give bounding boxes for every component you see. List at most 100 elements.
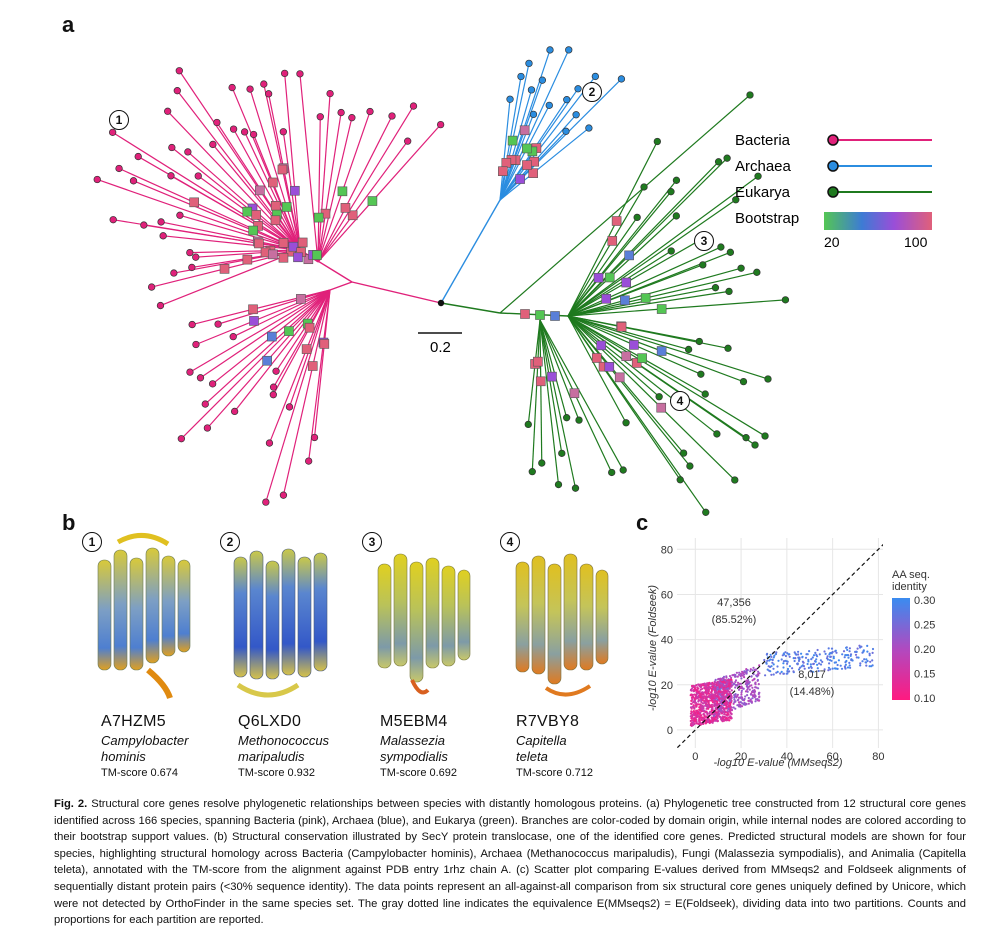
bootstrap-node [507, 135, 518, 146]
scatter-point [730, 689, 733, 692]
scatter-point [782, 672, 785, 675]
tree-tip [571, 484, 580, 492]
tree-branch [200, 289, 331, 379]
scatter-point [717, 695, 720, 698]
scatter-point [804, 656, 808, 659]
scatter-point [708, 720, 711, 723]
y-axis-label: -log10 E-value (Foldseek) [647, 585, 659, 711]
structure-marker-4: 4 [500, 532, 520, 552]
legend-bootstrap-label: Bootstrap [735, 210, 799, 227]
scatter-point [730, 706, 733, 709]
scatter-point [689, 689, 692, 692]
scatter-point [725, 707, 728, 710]
scatter-point [712, 698, 716, 701]
scatter-point [697, 703, 700, 706]
bootstrap-node [522, 160, 532, 170]
tree-tip [695, 337, 703, 346]
tree-tip [723, 154, 731, 162]
scatter-point [749, 670, 752, 673]
scatter-point [699, 704, 702, 707]
scatter-point [722, 704, 725, 707]
domain-legend: Bacteria Archaea Eukarya Bootstrap 20 10… [735, 132, 932, 250]
bootstrap-node [270, 201, 281, 211]
tree-tip [746, 91, 754, 99]
scatter-point [794, 657, 797, 660]
tree-tip [527, 86, 536, 94]
tree-branch [265, 289, 331, 503]
scale-bar-label: 0.2 [430, 339, 451, 356]
scatter-point [833, 667, 837, 670]
bootstrap-node [611, 216, 622, 226]
colorbar-tick-label: 0.30 [914, 595, 935, 607]
tree-tip [109, 216, 117, 224]
tree-tip [653, 137, 661, 146]
scatter-point [848, 647, 851, 650]
scatter-point [692, 712, 695, 715]
scatter-point [707, 692, 710, 695]
tree-tip [229, 333, 237, 341]
scatter-point [766, 652, 769, 655]
tree-tip [672, 176, 681, 184]
y-tick-label: 20 [661, 680, 673, 692]
scatter-point [859, 664, 862, 667]
protein-structure-1-image [97, 533, 191, 700]
tree-root [437, 299, 445, 307]
tree-tip [529, 110, 538, 119]
scatter-point [710, 699, 713, 702]
tree-branch [272, 289, 331, 395]
bootstrap-node [249, 316, 259, 326]
structure-marker-3: 3 [362, 532, 382, 552]
bootstrap-node [255, 185, 265, 196]
scatter-point [702, 695, 705, 698]
scatter-point [706, 699, 709, 702]
tree-tip [157, 218, 165, 226]
scatter-point [769, 653, 772, 656]
scatter-point [736, 704, 739, 707]
tree-tip [686, 462, 694, 470]
scatter-point [730, 695, 733, 699]
species-2-genus: Methonococcus [238, 733, 330, 748]
scatter-point [841, 653, 844, 656]
scatter-point [800, 652, 803, 655]
scatter-point [747, 702, 750, 705]
scatter-point [708, 699, 711, 702]
scatter-point [705, 704, 708, 707]
scatter-point [703, 709, 706, 712]
scatter-point [689, 715, 692, 718]
scatter-point [710, 687, 713, 691]
scatter-point [707, 687, 710, 690]
scatter-point [704, 701, 707, 704]
tree-branch [204, 289, 331, 405]
scatter-point [826, 658, 829, 661]
tree-branch [329, 281, 353, 291]
scatter-point [720, 716, 723, 720]
scatter-point [717, 690, 720, 693]
scatter-point [716, 682, 719, 685]
tree-branch [539, 319, 543, 464]
scatter-point [845, 646, 848, 649]
tree-branch [567, 179, 677, 317]
scatter-point [745, 671, 748, 674]
scatter-point [840, 667, 844, 670]
scatter-point [703, 715, 706, 718]
scatter-point [739, 686, 743, 690]
tree-tip [517, 72, 525, 81]
scatter-point [803, 667, 806, 670]
tree-branch [539, 319, 577, 489]
bootstrap-node [248, 225, 258, 236]
tree-tip [732, 196, 740, 204]
scatter-point [737, 701, 741, 704]
scatter-point [780, 670, 783, 673]
tree-branch [567, 199, 737, 317]
scatter-point [705, 684, 708, 687]
scatter-point [713, 680, 716, 683]
scatter-point [716, 714, 719, 718]
tree-tip [310, 433, 319, 442]
scatter-point [697, 683, 700, 686]
scatter-point [726, 687, 729, 690]
scatter-point [868, 665, 871, 668]
scatter-point [817, 669, 820, 673]
tree-tip [563, 96, 571, 104]
bootstrap-node [550, 311, 560, 321]
scatter-point [830, 652, 833, 655]
